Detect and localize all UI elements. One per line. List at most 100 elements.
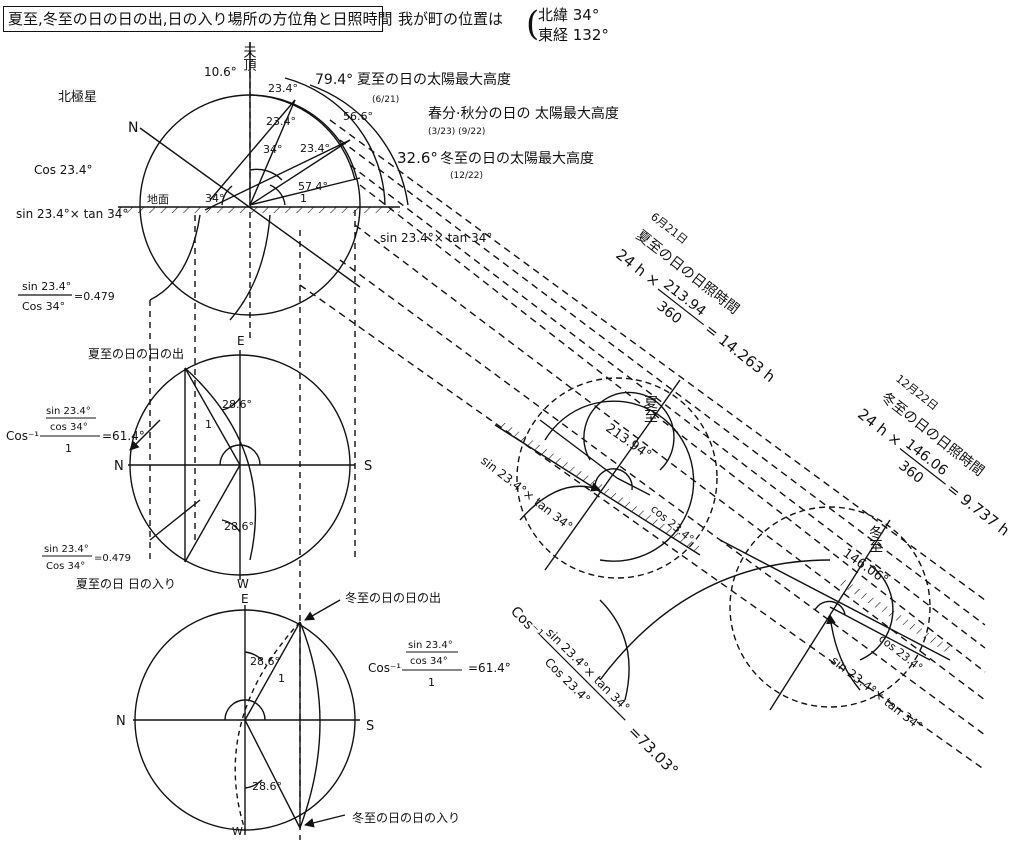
page-title: 夏至,冬至の日の日の出,日の入り場所の方位角と日照時間	[8, 10, 393, 28]
winter-alt-date: (12/22)	[450, 171, 483, 181]
summer-alt-label: 夏至の日の太陽最大高度	[357, 71, 511, 88]
ground-label: 地面	[147, 193, 169, 206]
winter-ray	[829, 606, 931, 661]
unit-one: 1	[300, 192, 307, 205]
ratio-val: =0.479	[94, 553, 131, 564]
angle-arc-bottom	[221, 519, 241, 533]
winter-horizon	[719, 539, 951, 661]
arccos-one: 1	[65, 442, 72, 455]
arccos-result: =61.4°	[468, 661, 511, 675]
summer-sintan-pointer	[519, 482, 601, 521]
summer-ray-2	[616, 477, 651, 496]
angle-top: 28.6°	[222, 398, 252, 411]
center-arc	[224, 699, 266, 721]
north-label: N	[114, 459, 124, 474]
unit-one: 1	[205, 418, 212, 431]
west-label: W	[237, 577, 249, 591]
location-brace: (	[526, 4, 540, 44]
sunrise-vector	[244, 621, 301, 721]
summer-alt-date: (6/21)	[372, 95, 399, 105]
north-label: N	[116, 714, 126, 729]
winter-alt-label: 冬至の日の太陽最大高度	[440, 150, 594, 167]
arccos-num: sin 23.4°	[408, 640, 453, 651]
summer-angle-arc	[583, 391, 675, 471]
angle-arc-bottom	[244, 779, 263, 789]
angle-10-6: 10.6°	[204, 65, 237, 79]
angle-arc-top	[244, 651, 263, 661]
sunset-pointer	[304, 814, 346, 828]
ratio-num: sin 23.4°	[44, 544, 89, 555]
angle-top: 28.6°	[250, 655, 280, 668]
location-prefix: 我が町の位置は	[398, 10, 504, 28]
winter-formula-result: = 9.737 h	[943, 480, 1013, 540]
center-arc	[219, 444, 261, 466]
sin-tan-left: sin 23.4°× tan 34°	[16, 207, 128, 221]
arccos-prefix: Cos⁻¹	[6, 429, 39, 443]
arccos-result: =61.4°	[102, 429, 145, 443]
parallel-rays	[299, 119, 986, 771]
summer-daylight-diagram	[494, 377, 718, 579]
unit-one: 1	[278, 672, 285, 685]
winter-center-arc	[814, 600, 846, 616]
ratio-pointer	[149, 499, 201, 541]
ratio-val: =0.479	[74, 290, 115, 303]
arccos-block-result: =73.03°	[625, 722, 682, 779]
winter-daylight-text: 12月22日 冬至の日の日照時間 24 h × 146.06 360 = 9.7…	[854, 372, 1013, 540]
arccos-one: 1	[428, 676, 435, 689]
summer-daylight-outer	[516, 377, 718, 579]
sunset-label: 夏至の日 日の入り	[76, 577, 176, 591]
arccos-den: cos 34°	[50, 422, 88, 433]
angle-bottom: 28.6°	[224, 520, 254, 533]
summer-day-arc	[544, 400, 695, 562]
angle-arc-34-left	[221, 185, 233, 206]
sunrise-vector	[184, 367, 241, 466]
angle-23-4-a: 23.4°	[268, 82, 298, 95]
east-label: E	[237, 334, 245, 348]
summer-horizon-labels: E W N S 夏至の日の日の出 夏至の日 日の入り 28.6° 28.6° 1…	[6, 334, 372, 591]
winter-horizon-hatch	[840, 579, 954, 655]
sunset-vector	[184, 464, 241, 563]
arccos-connector	[599, 599, 630, 701]
south-label: S	[364, 459, 372, 474]
sunrise-label: 夏至の日の日の出	[88, 347, 184, 361]
summer-circle-label: 夏至	[642, 395, 658, 423]
title-box	[3, 6, 383, 32]
sunset-vector	[244, 719, 301, 829]
meridian-diagram	[118, 42, 409, 340]
winter-circle-label: 冬至	[867, 525, 883, 553]
sunrise-pointer	[304, 599, 341, 621]
arccos-den: cos 34°	[410, 656, 448, 667]
sunrise-label: 冬至の日の日の出	[345, 590, 441, 605]
equinox-dates: (3/23) (9/22)	[428, 127, 485, 137]
winter-alt-arc	[309, 84, 409, 206]
equinox-label: 春分·秋分の日の 太陽最大高度	[428, 105, 619, 122]
east-label: E	[241, 592, 249, 606]
angle-arc-top	[221, 397, 241, 411]
angle-56-6: 56.6°	[343, 110, 373, 123]
winter-horizon-labels: E W N S 冬至の日の日の出 冬至の日の日の入り 28.6° 28.6° 1…	[116, 590, 511, 838]
summer-horizon-diagram	[128, 350, 355, 580]
winter-daylight-diagram	[599, 506, 954, 711]
north-label: N	[128, 120, 138, 136]
summer-ray	[249, 99, 296, 206]
ratio-den: Cos 34°	[22, 300, 65, 313]
winter-alt-value: 32.6°	[397, 149, 438, 167]
arccos-pointer	[129, 419, 161, 451]
summer-alt-arc	[249, 94, 356, 181]
arccos-block: Cos⁻¹ sin 23.4°× tan 34° Cos 23.4° =73.0…	[507, 604, 682, 780]
north-star-label: 北極星	[58, 89, 97, 105]
zenith-label: 天頂	[241, 45, 257, 71]
winter-ray	[249, 177, 361, 206]
ground-hatch	[118, 207, 400, 213]
sun-path-dashed	[234, 621, 301, 831]
winter-sintan-pointer	[826, 614, 861, 691]
cone-line-right	[229, 214, 271, 321]
summer-alt-value: 79.4°	[315, 72, 353, 88]
winter-horizon-diagram	[133, 599, 360, 835]
cone-line-left	[149, 214, 201, 301]
polar-axis	[139, 127, 361, 288]
angle-34-a: 34°	[263, 143, 283, 156]
summer-center-arc	[594, 468, 633, 491]
angle-23-4-b: 23.4°	[266, 115, 296, 128]
